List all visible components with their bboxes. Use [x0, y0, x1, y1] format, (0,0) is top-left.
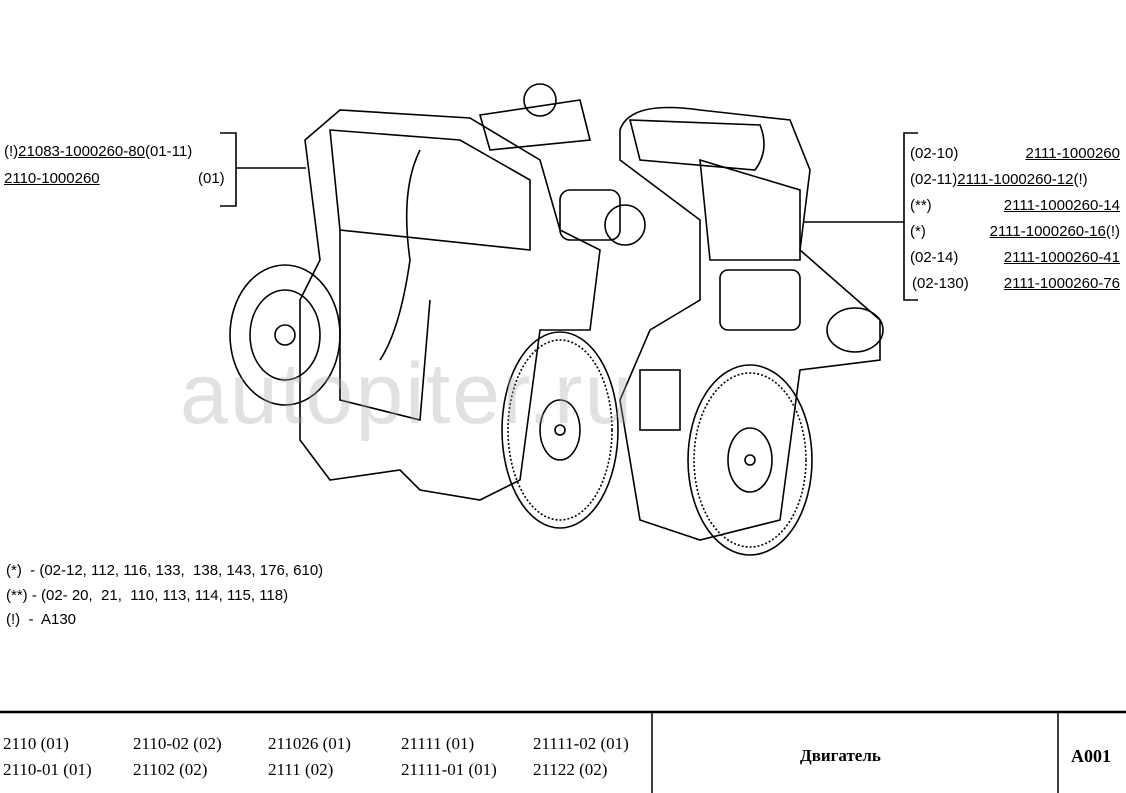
model-code: 2110-01 (01) — [3, 760, 92, 779]
part-number-link[interactable]: 2111-1000260-16 — [989, 223, 1106, 240]
part-number-link[interactable]: 2111-1000260-41 — [1003, 249, 1120, 266]
model-code: 2110-02 (02) — [133, 734, 222, 753]
part-number-link[interactable]: 2110-1000260 — [4, 170, 100, 187]
part-number-link[interactable]: 21083-1000260-80 — [18, 143, 145, 160]
engine-left-drawing — [229, 83, 646, 529]
left-callout-bracket — [220, 132, 306, 207]
callout-suffix: (01-11) — [144, 143, 193, 160]
part-number-link[interactable]: 2111-1000260-12 — [957, 171, 1074, 188]
note-line: (!) - A130 — [6, 611, 77, 628]
model-code: 21111-01 (01) — [401, 760, 497, 779]
drawing-title: Двигатель — [800, 746, 881, 765]
watermark: autopiter.ru — [180, 346, 635, 442]
callout-row: (!)21083-1000260-80(01-11) — [4, 143, 192, 160]
note-line: (*) - (02-12, 112, 116, 133, 138, 143, 1… — [6, 562, 324, 579]
drawing-code: A001 — [1071, 746, 1111, 766]
model-code: 211026 (01) — [268, 734, 351, 753]
part-number-link[interactable]: 2111-1000260-76 — [1003, 275, 1120, 292]
callout-prefix: (**) — [910, 197, 932, 214]
part-number-link[interactable]: 2111-1000260-14 — [1003, 197, 1120, 214]
callout-prefix: (02-14) — [910, 249, 959, 266]
callout-row: 2111-1000260-16(!) — [990, 223, 1120, 240]
callout-prefix: (02-130) — [912, 275, 969, 292]
model-code: 2110 (01) — [3, 734, 69, 753]
callout-prefix: (*) — [910, 223, 926, 240]
callout-suffix: (!) — [1073, 171, 1088, 188]
model-code: 21122 (02) — [533, 760, 608, 779]
callout-row: 2110-1000260 — [4, 170, 100, 187]
model-code: 2111 (02) — [268, 760, 334, 779]
right-callout-bracket — [795, 132, 918, 301]
model-code: 21102 (02) — [133, 760, 208, 779]
callout-prefix: (02-10) — [910, 145, 959, 162]
note-line: (**) - (02- 20, 21, 110, 113, 114, 115, … — [6, 587, 289, 604]
callout-suffix: (01) — [198, 170, 225, 187]
callout-row: (02-11)2111-1000260-12(!) — [910, 171, 1088, 188]
model-code: 21111 (01) — [401, 734, 475, 753]
engine-right-drawing — [619, 106, 884, 556]
callout-prefix: (!) — [4, 143, 19, 160]
part-number-link[interactable]: 2111-1000260 — [1025, 145, 1120, 162]
callout-suffix: (!) — [1105, 223, 1120, 240]
model-code: 21111-02 (01) — [533, 734, 629, 753]
callout-prefix: (02-11) — [910, 171, 958, 188]
